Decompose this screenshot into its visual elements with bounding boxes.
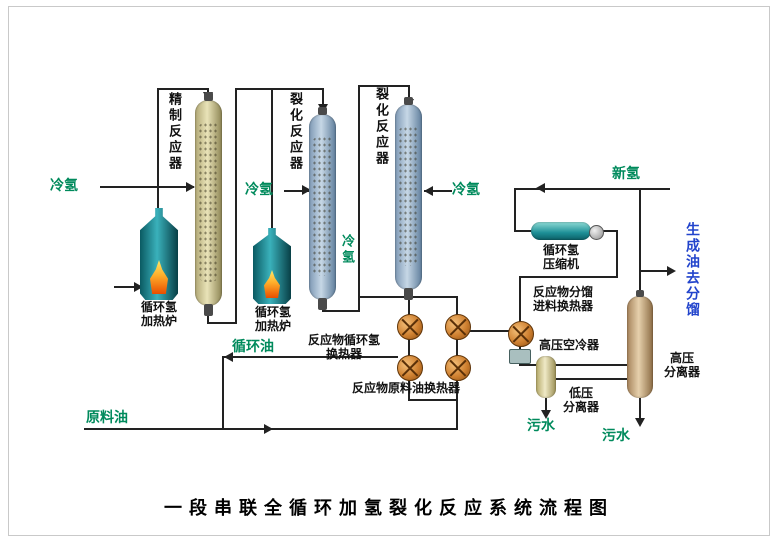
- flow-line: [207, 312, 209, 324]
- flow-line: [408, 85, 410, 107]
- flow-line: [408, 288, 410, 400]
- flame-icon: [150, 260, 168, 294]
- flow-arrow: [667, 266, 676, 276]
- flow-line: [100, 186, 194, 188]
- cracking-reactor1-label: 裂化反应器: [287, 92, 302, 172]
- flow-line: [358, 85, 360, 312]
- flow-line: [514, 188, 670, 190]
- flow-line: [469, 330, 509, 332]
- flow-line: [519, 276, 521, 322]
- cold-hydrogen-label-2: 冷氢: [245, 182, 273, 198]
- feed-oil-exchanger-label: 反应物原料油换热器: [351, 381, 460, 395]
- cold-hydrogen-label-1: 冷氢: [50, 178, 78, 194]
- flow-line: [519, 364, 629, 366]
- flow-arrow: [224, 352, 233, 362]
- feed-oil-label: 原料油: [86, 410, 128, 426]
- new-hydrogen-label: 新氢: [612, 166, 640, 182]
- furnace1-label: 循环氢 加热炉: [140, 300, 177, 328]
- heat-exchanger-fractionator-feed: [508, 321, 534, 347]
- flow-line: [424, 190, 452, 192]
- flow-line: [641, 270, 673, 272]
- recycle-oil-label: 循环油: [232, 339, 274, 355]
- air-cooler-label: 高压空冷器: [538, 338, 599, 352]
- waste-water-label-2: 污水: [602, 428, 630, 444]
- flow-line: [639, 396, 641, 422]
- catalyst-bed-texture: [198, 122, 219, 282]
- flow-line: [602, 230, 618, 232]
- cracking-reactor1-vessel: [309, 114, 336, 300]
- heat-exchanger-recycle-h2-1: [397, 314, 423, 340]
- catalyst-bed-texture: [312, 136, 333, 276]
- reactor2-top-nozzle: [318, 107, 327, 115]
- flow-line: [514, 230, 533, 232]
- cold-hydrogen-label-4: 冷氢: [452, 182, 480, 198]
- reactor3-top-nozzle: [404, 97, 413, 105]
- flow-line: [519, 276, 617, 278]
- flow-arrow: [186, 182, 195, 192]
- reactor1-top-nozzle: [204, 92, 213, 101]
- flow-arrow: [264, 424, 273, 434]
- furnace2-label: 循环氢 加热炉: [254, 305, 291, 333]
- compressor-label: 循环氢 压缩机: [542, 243, 579, 271]
- flow-line: [235, 88, 237, 324]
- flow-line: [271, 90, 273, 232]
- flow-line: [157, 88, 209, 90]
- flame-icon: [264, 270, 280, 298]
- flow-line: [322, 88, 324, 114]
- flow-line: [222, 356, 398, 358]
- flow-line: [157, 88, 159, 214]
- flow-line: [545, 398, 547, 414]
- recycle-hydrogen-compressor: [531, 222, 591, 240]
- flow-line: [284, 190, 310, 192]
- refining-reactor-label: 精制反应器: [166, 92, 181, 172]
- waste-water-label-1: 污水: [527, 418, 555, 434]
- flow-arrow: [536, 183, 545, 193]
- hp-separator-top-nozzle: [636, 290, 644, 297]
- flow-line: [514, 188, 516, 232]
- flow-line: [207, 322, 237, 324]
- flow-line: [222, 357, 224, 429]
- recycle-h2-exchanger-label: 反应物循环氢 换热器: [307, 333, 380, 361]
- compressor-motor: [589, 225, 604, 240]
- cold-hydrogen-label-3: 冷氢: [339, 234, 354, 266]
- product-to-fractionation-label: 生成油去分馏: [684, 222, 700, 318]
- image-border: [8, 6, 770, 536]
- flow-arrow: [541, 410, 551, 419]
- cracking-reactor2-label: 裂化反应器: [373, 87, 388, 167]
- flow-line: [639, 188, 641, 298]
- catalyst-bed-texture: [398, 126, 419, 266]
- flow-arrow: [302, 185, 311, 195]
- fractionator-feed-exchanger-label: 反应物分馏 进料换热器: [532, 285, 593, 313]
- refining-reactor-vessel: [195, 100, 222, 306]
- reactor2-bottom-nozzle: [318, 298, 327, 310]
- cracking-reactor2-vessel: [395, 104, 422, 290]
- heat-exchanger-recycle-h2-2: [445, 314, 471, 340]
- reactor3-bottom-nozzle: [404, 288, 413, 300]
- high-pressure-air-cooler: [509, 349, 531, 364]
- flow-arrow: [635, 418, 645, 427]
- heat-exchanger-feed-oil-1: [397, 355, 423, 381]
- diagram-title: 一段串联全循环加氢裂化反应系统流程图: [164, 498, 614, 519]
- flow-line: [322, 310, 360, 312]
- low-pressure-separator-vessel: [536, 356, 556, 398]
- hp-separator-label: 高压 分离器: [663, 351, 700, 379]
- flow-line: [358, 85, 410, 87]
- reactor1-bottom-nozzle: [204, 304, 213, 316]
- flow-arrow: [424, 186, 433, 196]
- flow-line: [114, 286, 142, 288]
- high-pressure-separator-vessel: [627, 296, 653, 398]
- flow-line: [408, 399, 458, 401]
- lp-separator-label: 低压 分离器: [562, 386, 599, 414]
- flow-line: [556, 378, 630, 380]
- heat-exchanger-feed-oil-2: [445, 355, 471, 381]
- flow-arrow: [134, 282, 143, 292]
- flow-line: [616, 230, 618, 278]
- flow-line: [235, 88, 324, 90]
